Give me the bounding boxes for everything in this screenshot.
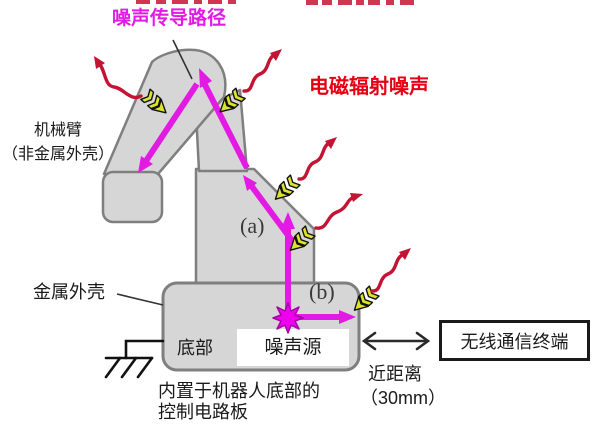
clipped-text-artifact <box>136 0 414 5</box>
noise-source-box <box>237 329 349 366</box>
bottom-label: 底部 <box>177 338 213 358</box>
board-caption-line2: 控制电路板 <box>158 402 248 422</box>
radiation-wave-icons <box>94 49 411 293</box>
distance-label-line2: （30mm） <box>360 388 447 408</box>
ground-icon <box>104 339 165 379</box>
wireless-terminal-label: 无线通信终端 <box>460 331 569 352</box>
robot-hand <box>101 170 164 224</box>
noise-path-label: 噪声传导路径 <box>112 8 227 29</box>
board-caption-line1: 内置于机器人底部的 <box>158 381 320 401</box>
arm-label: 机械臂 （非金属外壳） <box>0 119 116 167</box>
distance-label-line1: 近距离 <box>368 364 422 384</box>
metal-shell-label: 金属外壳 <box>33 282 105 302</box>
distance-double-arrow-icon <box>361 331 431 351</box>
board-caption: 内置于机器人底部的 控制电路板 <box>158 381 320 423</box>
noise-source-star-icon <box>272 302 304 334</box>
wireless-terminal-box: 无线通信终端 <box>439 320 590 361</box>
noise-conduction-arrows <box>138 68 356 324</box>
path-a-label: (a) <box>240 213 265 238</box>
metal-shell-pointer-line <box>116 293 164 306</box>
arm-label-line1: 机械臂 <box>33 122 82 139</box>
arm-label-line2: （非金属外壳） <box>1 146 114 163</box>
noise-source-label: 噪声源 <box>264 337 322 358</box>
noise-path-pointer-line <box>172 39 193 80</box>
emi-label: 电磁辐射噪声 <box>309 76 429 98</box>
path-b-label: (b) <box>309 279 335 304</box>
